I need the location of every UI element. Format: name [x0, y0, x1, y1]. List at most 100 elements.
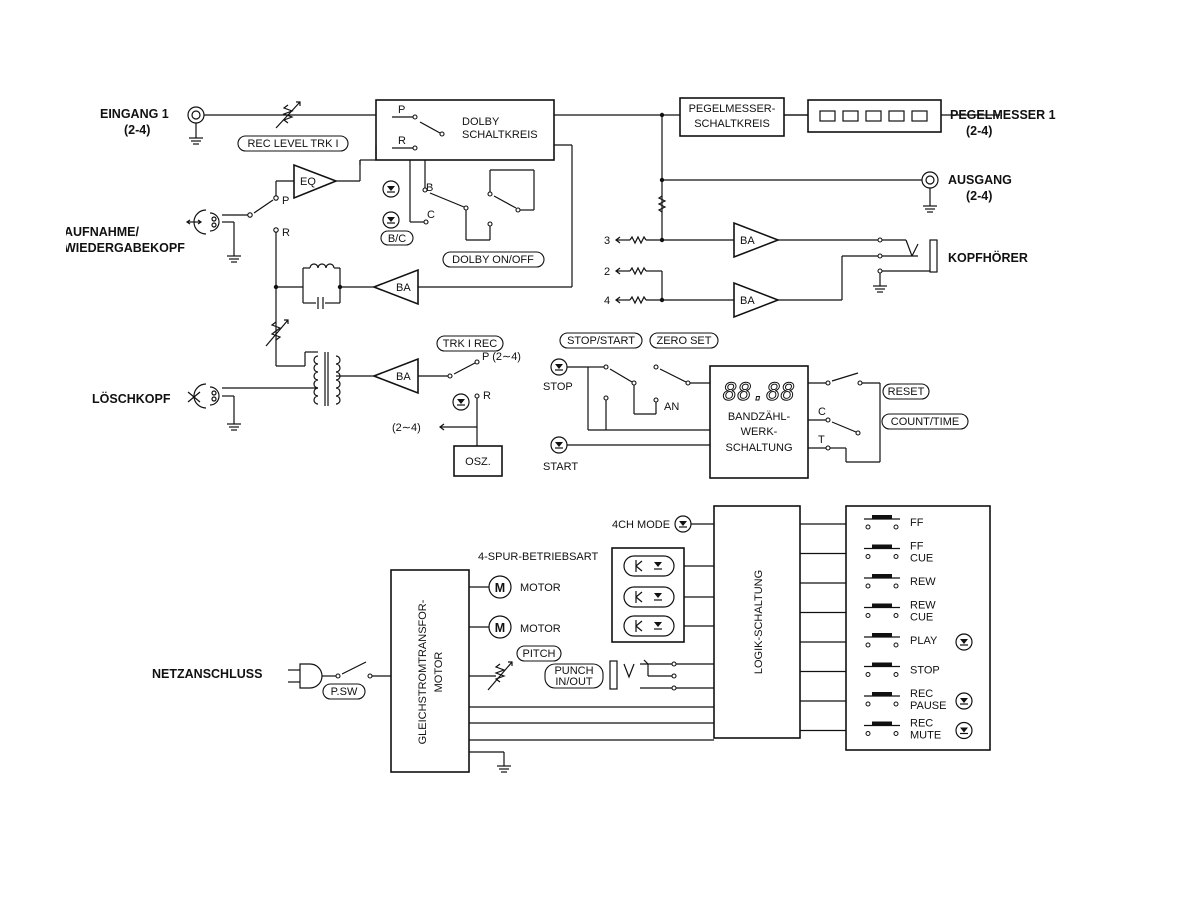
motor-2-icon [488, 615, 512, 639]
aufnahme-label-1: AUFNAHME/ [66, 225, 140, 239]
counter-display: 88.88 [723, 378, 795, 406]
key-ff[interactable]: FF [864, 515, 924, 530]
bandzaehl-label-2: WERK- [741, 426, 778, 438]
punch-in-out-button[interactable] [544, 663, 604, 689]
loeschkopf-label: LÖSCHKOPF [92, 391, 171, 406]
dolby-r-label: R [398, 135, 406, 147]
eingang-label: EINGANG 1 [100, 107, 169, 121]
dolby-p-label: P [398, 104, 405, 116]
ba-label-2: BA [396, 371, 411, 383]
key-rew[interactable]: REW [864, 574, 936, 589]
motor-2-m: M [495, 621, 505, 635]
key-play[interactable]: PLAY [864, 633, 973, 651]
erase-head-icon [187, 383, 241, 431]
pos-p-label: P [282, 195, 289, 207]
key-stop[interactable]: STOP [864, 662, 940, 677]
eingang-sub-label: (2-4) [124, 123, 150, 137]
kopfhoerer-label: KOPFHÖRER [948, 250, 1028, 265]
dolby-on-off-label: DOLBY ON/OFF [452, 254, 534, 266]
stop-led-icon [550, 358, 568, 376]
ausgang-sub-label: (2-4) [966, 189, 992, 203]
trk-rec-p-label: P (2∼4) [482, 351, 521, 363]
ch4-label: 4 [604, 295, 610, 307]
logik-label: LOGIK-SCHALTUNG [753, 570, 765, 674]
rec-level-label: REC LEVEL TRK I [247, 138, 338, 150]
pegelmesser-sub-label: (2-4) [966, 124, 992, 138]
4ch-mode-label: 4CH MODE [612, 519, 670, 531]
ch2-label: 2 [604, 266, 610, 278]
reset-label: RESET [888, 386, 925, 398]
dolby-c-led-icon [382, 211, 400, 229]
key-label: REW [910, 600, 936, 612]
pitch-label: PITCH [523, 648, 556, 660]
aufnahme-label-2: WIEDERGABEKOPF [66, 241, 185, 255]
headphone-ba-amp-1 [733, 221, 781, 259]
pegel-sk-label-1: PEGELMESSER- [689, 103, 776, 115]
pegelmesser-label: PEGELMESSER 1 [950, 108, 1056, 122]
power-plug-icon [288, 663, 336, 689]
r24-label: (2∼4) [392, 422, 421, 434]
key-led-icon [955, 721, 973, 740]
rec-level-trk-button[interactable] [237, 135, 349, 152]
bias-pot-icon [265, 319, 289, 347]
ba-label-4: BA [740, 295, 755, 307]
transformer-icon [304, 351, 374, 406]
key-label: PLAY [910, 635, 938, 647]
track-mode-buttons [623, 555, 675, 637]
ba-label-3: BA [740, 235, 755, 247]
osz-label: OSZ. [465, 456, 491, 468]
count-time-label: COUNT/TIME [891, 416, 959, 428]
key-label: FF [910, 541, 924, 553]
punch-label-2: IN/OUT [555, 676, 593, 688]
motor-1-m: M [495, 581, 505, 595]
ch3-label: 3 [604, 235, 610, 247]
pegelmesser-display [807, 99, 942, 133]
key-label: FF [910, 517, 924, 529]
key-sublabel: CUE [910, 612, 933, 624]
power-switch-button[interactable] [322, 683, 366, 700]
circuit-diagram: EINGANG 1 (2-4) REC LEVEL TRK I P R DOLB… [66, 97, 1056, 773]
dolby-schaltkreis-block [375, 99, 555, 161]
sw-ct-t-label: T [818, 434, 825, 446]
key-label: REC [910, 718, 933, 730]
key-label: REW [910, 576, 936, 588]
key-label: REC [910, 688, 933, 700]
dolby-title-1: DOLBY [462, 116, 500, 128]
zero-set-button[interactable] [649, 332, 719, 349]
track-mode-button-3[interactable] [623, 615, 675, 637]
stop-start-button[interactable] [559, 332, 643, 349]
dolby-on-off-button[interactable] [442, 251, 545, 268]
spur-label: 4-SPUR-BETRIEBSART [478, 551, 598, 563]
punch-label-1: PUNCH [554, 665, 593, 677]
reset-button[interactable] [882, 383, 930, 400]
track-mode-button-2[interactable] [623, 586, 675, 608]
eq-label: EQ [300, 176, 316, 188]
motor-1-label: MOTOR [520, 582, 561, 594]
block-diagram: EINGANG 1 (2-4) REC LEVEL TRK I P R DOLB… [66, 80, 1166, 780]
bc-button[interactable] [380, 230, 414, 246]
stop-start-label: STOP/START [567, 335, 635, 347]
punch-jack-icon [609, 659, 677, 691]
sw-b-label: B [426, 182, 433, 194]
track-mode-button-1[interactable] [623, 555, 675, 577]
pitch-button[interactable] [516, 645, 562, 662]
trk-rec-led-icon [452, 393, 470, 411]
sw-c-label: C [427, 209, 435, 221]
trk-rec-button[interactable] [436, 335, 504, 352]
oszillator-block [453, 445, 503, 477]
pegelmesser-schaltkreis-block [679, 97, 785, 137]
gleich-label-2: MOTOR [433, 652, 445, 693]
rec-level-pot-icon [275, 101, 301, 129]
motor-1-icon [488, 575, 512, 599]
trk-rec-label: TRK I REC [443, 338, 497, 350]
motor-2-label: MOTOR [520, 623, 561, 635]
4ch-mode-led-icon [674, 515, 692, 533]
count-time-button[interactable] [881, 413, 969, 430]
start-led-icon [550, 436, 568, 454]
pegel-sk-label-2: SCHALTKREIS [694, 118, 770, 130]
